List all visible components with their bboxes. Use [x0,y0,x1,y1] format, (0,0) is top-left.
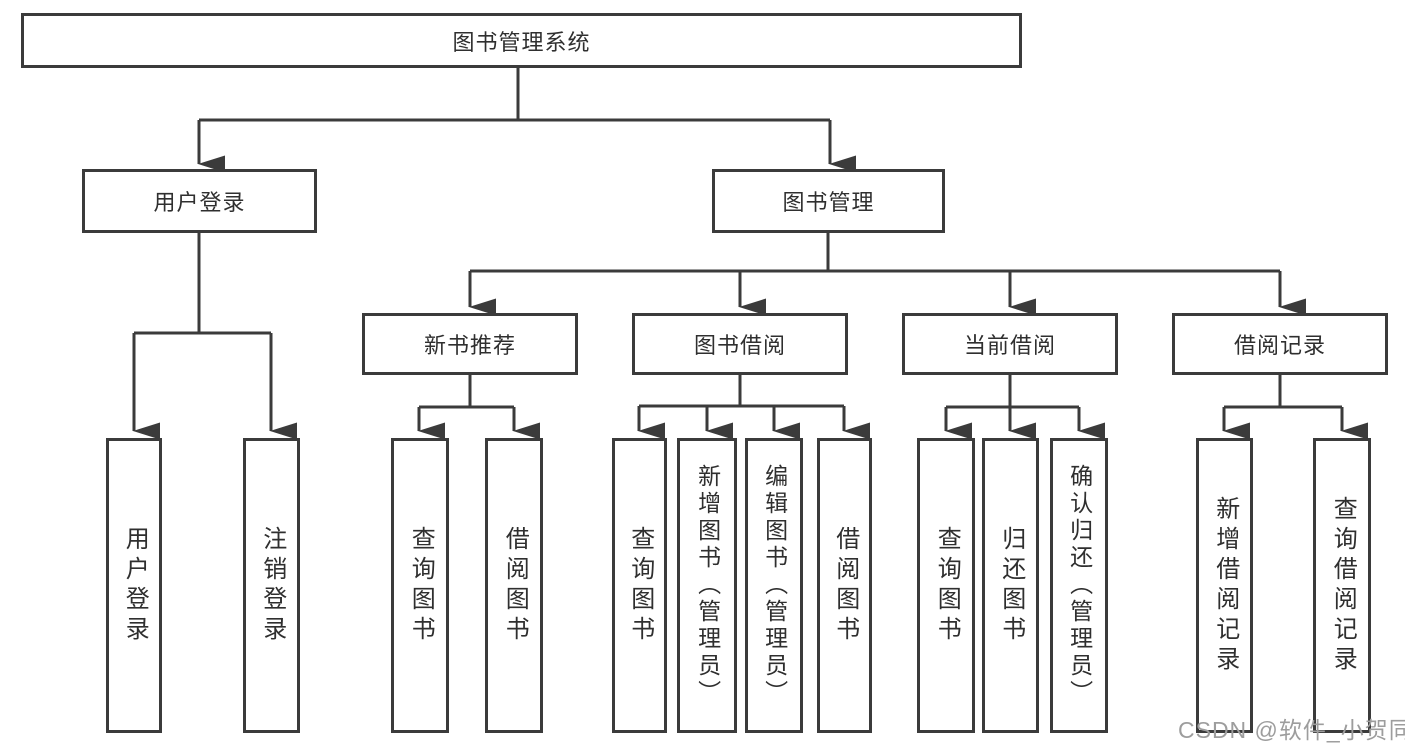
connector-user-login-children [132,233,297,440]
node-current-borrow-label: 当前借阅 [963,333,1056,358]
node-cb-return-books-label: 归还图书 [997,525,1025,646]
node-root-label: 图书管理系统 [452,29,591,55]
node-br-query-record-label: 查询借阅记录 [1329,495,1357,676]
node-book-borrow-label: 图书借阅 [693,333,786,358]
node-bb-query-books-label: 查询图书 [626,525,654,646]
node-borrow-records-label: 借阅记录 [1233,333,1326,358]
node-br-add-record: 新增借阅记录 [1196,438,1253,733]
node-br-query-record: 查询借阅记录 [1313,438,1371,733]
node-book-borrow: 图书借阅 [632,313,848,375]
node-nbr-borrow-books-label: 借阅图书 [501,525,529,646]
node-current-borrow: 当前借阅 [902,313,1118,375]
node-user-login: 用户登录 [82,169,317,233]
node-new-book-rec-label: 新书推荐 [423,333,516,358]
node-bb-edit-books: 编辑图书（管理员） [745,438,803,733]
node-book-mgmt-label: 图书管理 [782,190,875,215]
connector-book-mgmt-children [468,233,1306,316]
node-new-book-rec: 新书推荐 [362,313,578,375]
node-ul-logout: 注销登录 [243,438,300,733]
node-bb-add-books-label: 新增图书（管理员） [694,464,721,707]
connector-borrow-records-children [1222,375,1368,440]
node-cb-confirm-return: 确认归还（管理员） [1050,438,1108,733]
connector-new-book-rec-children [417,375,540,440]
connector-current-borrow-children [944,375,1105,440]
node-bb-add-books: 新增图书（管理员） [677,438,737,733]
node-bb-query-books: 查询图书 [612,438,667,733]
node-br-add-record-label: 新增借阅记录 [1211,495,1239,676]
node-ul-logout-label: 注销登录 [258,525,286,646]
node-nbr-query-books-label: 查询图书 [407,525,435,646]
node-nbr-borrow-books: 借阅图书 [485,438,543,733]
node-cb-confirm-return-label: 确认归还（管理员） [1066,464,1093,707]
connector-root-to-level2 [197,68,856,173]
node-bb-borrow-books-label: 借阅图书 [831,525,859,646]
connector-book-borrow-children [637,375,870,440]
node-cb-query-books-label: 查询图书 [933,525,961,646]
node-bb-edit-books-label: 编辑图书（管理员） [761,464,788,707]
node-nbr-query-books: 查询图书 [391,438,449,733]
node-user-login-label: 用户登录 [153,190,246,215]
node-ul-user-login: 用户登录 [106,438,162,733]
node-cb-query-books: 查询图书 [917,438,975,733]
node-cb-return-books: 归还图书 [982,438,1039,733]
csdn-watermark: CSDN @软件_小贺同学 [1178,717,1405,743]
node-root: 图书管理系统 [21,13,1022,68]
node-book-mgmt: 图书管理 [712,169,945,233]
node-borrow-records: 借阅记录 [1172,313,1388,375]
node-ul-user-login-label: 用户登录 [121,525,149,646]
node-bb-borrow-books: 借阅图书 [817,438,872,733]
